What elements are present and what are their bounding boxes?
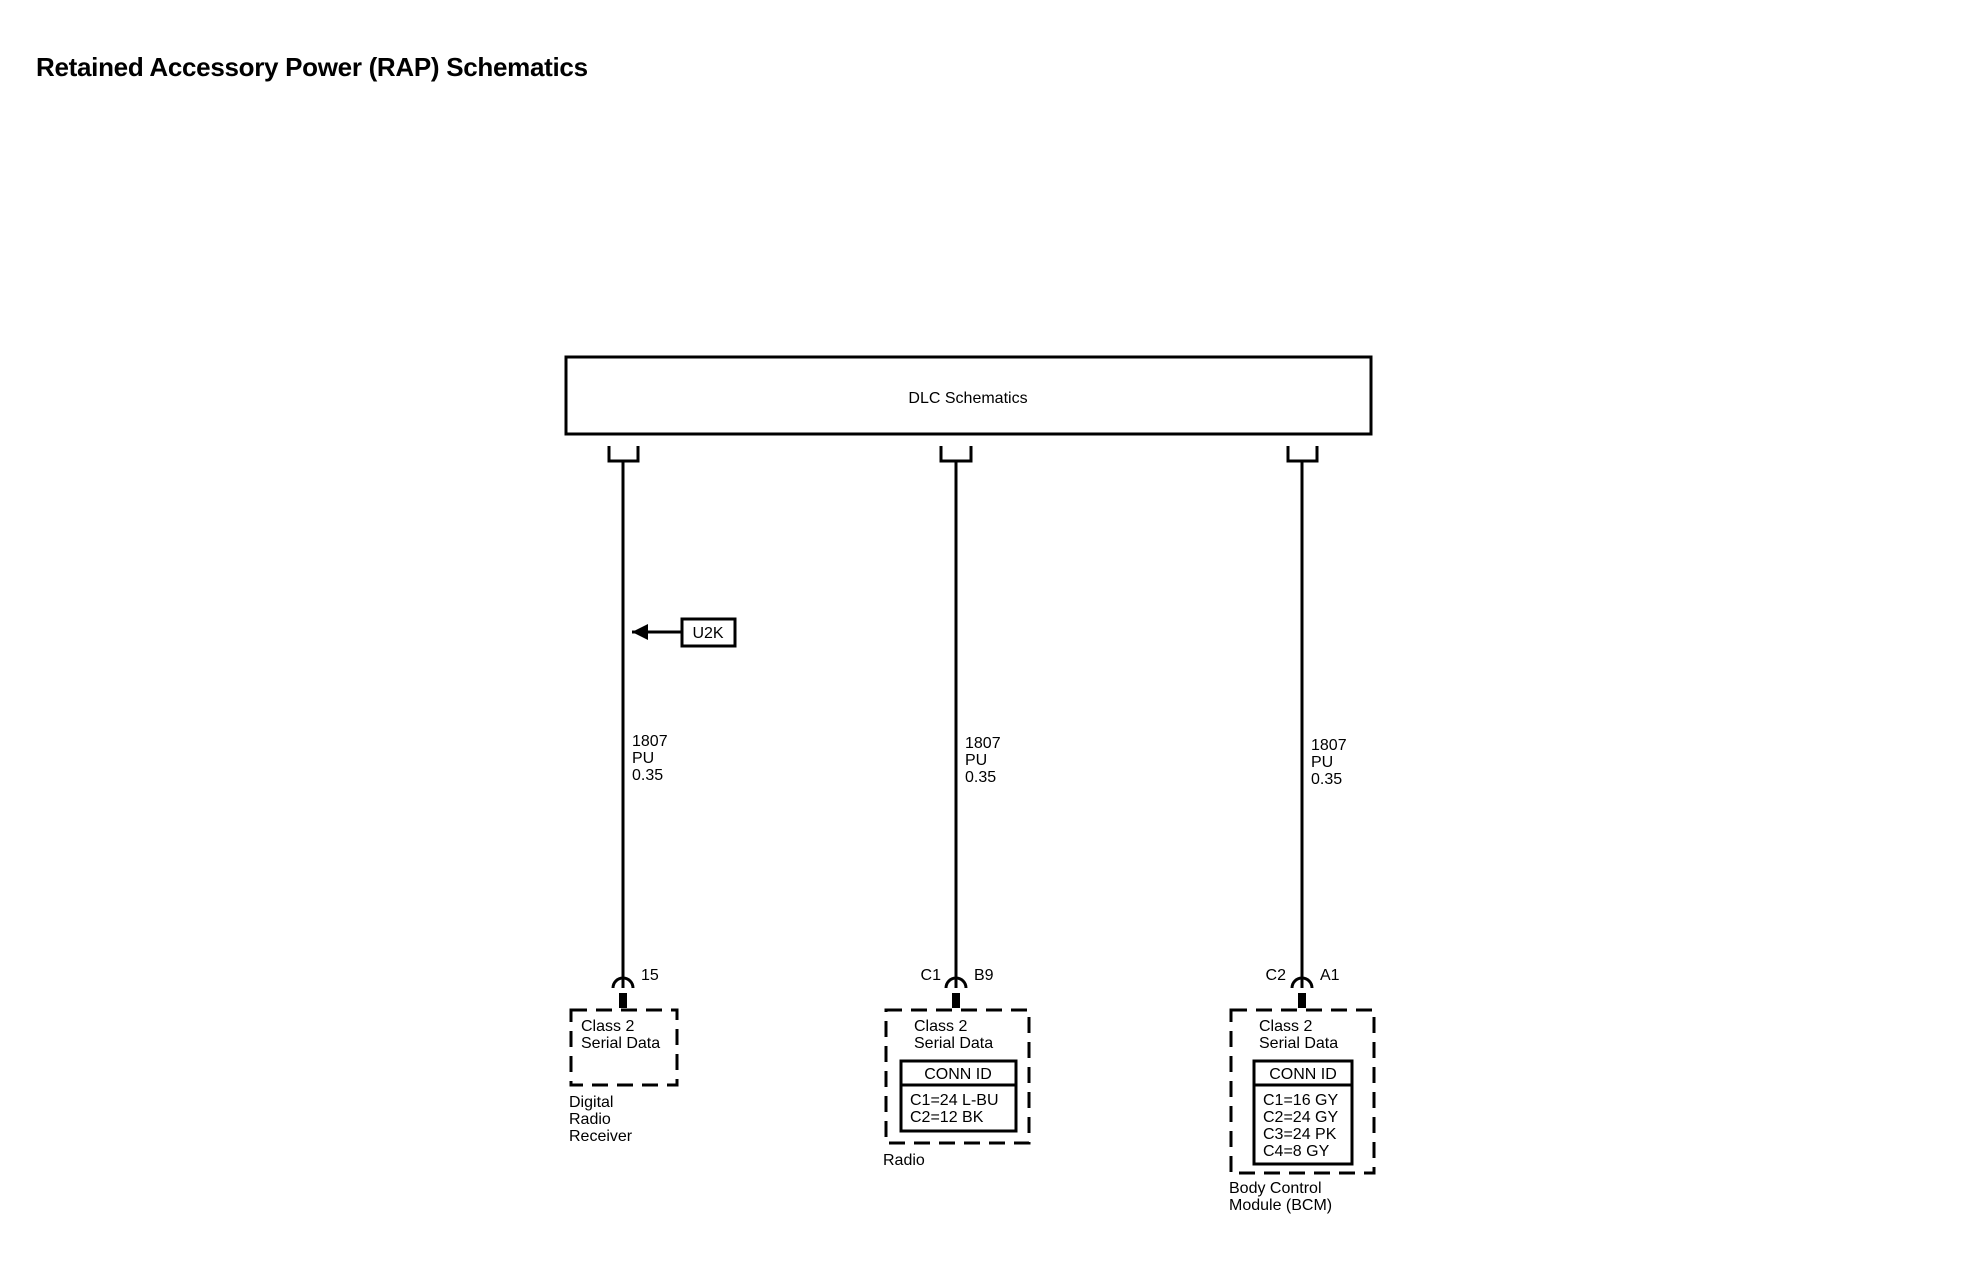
function-label: Class 2 bbox=[914, 1018, 967, 1035]
wire-gauge: 0.35 bbox=[1311, 771, 1342, 788]
dlc-terminal bbox=[607, 446, 640, 463]
module-name: Body Control bbox=[1229, 1180, 1322, 1197]
module-name: Digital bbox=[569, 1094, 613, 1111]
function-label: Serial Data bbox=[914, 1035, 993, 1052]
circuit-digital-radio-receiver: 1807 PU 0.35 U2K 15 Class 2 Serial Data … bbox=[569, 446, 737, 1145]
module-box-radio[interactable] bbox=[884, 1008, 1031, 1145]
wire-color: PU bbox=[632, 750, 654, 767]
pin-label: B9 bbox=[974, 967, 994, 984]
conn-id-row: C2=12 BK bbox=[910, 1109, 984, 1126]
male-terminal-icon bbox=[952, 993, 960, 1008]
pin-label: A1 bbox=[1320, 967, 1340, 984]
page-title: Retained Accessory Power (RAP) Schematic… bbox=[36, 52, 588, 82]
function-label: Serial Data bbox=[581, 1035, 660, 1052]
conn-id-row: C4=8 GY bbox=[1263, 1143, 1330, 1160]
conn-id-row: C1=24 L-BU bbox=[910, 1092, 999, 1109]
connector-label: C1 bbox=[921, 967, 942, 984]
arrow-left-icon bbox=[632, 624, 648, 640]
conn-id-row: C3=24 PK bbox=[1263, 1126, 1337, 1143]
circuit-body-control-module: 1807 PU 0.35 C2 A1 Class 2 Serial Data C… bbox=[1229, 446, 1376, 1214]
function-label: Serial Data bbox=[1259, 1035, 1338, 1052]
pin-label: 15 bbox=[641, 967, 659, 984]
conn-id-header: CONN ID bbox=[1269, 1066, 1337, 1083]
conn-id-table: CONN ID C1=16 GY C2=24 GY C3=24 PK C4=8 … bbox=[1252, 1059, 1354, 1166]
wire-circuit-number: 1807 bbox=[965, 735, 1001, 752]
wire-gauge: 0.35 bbox=[632, 767, 663, 784]
module-box-bcm[interactable] bbox=[1229, 1008, 1376, 1175]
wire-circuit-number: 1807 bbox=[1311, 737, 1347, 754]
module-name: Module (BCM) bbox=[1229, 1197, 1332, 1214]
dlc-label: DLC Schematics bbox=[908, 390, 1027, 407]
conn-id-row: C2=24 GY bbox=[1263, 1109, 1338, 1126]
conn-id-row: C1=16 GY bbox=[1263, 1092, 1338, 1109]
function-label: Class 2 bbox=[581, 1018, 634, 1035]
male-terminal-icon bbox=[1298, 993, 1306, 1008]
circuit-radio: 1807 PU 0.35 C1 B9 Class 2 Serial Data C… bbox=[883, 446, 1031, 1169]
module-name: Receiver bbox=[569, 1128, 633, 1145]
dlc-terminal bbox=[939, 446, 973, 463]
connector-label: C2 bbox=[1266, 967, 1287, 984]
male-terminal-icon bbox=[619, 993, 627, 1008]
wire-color: PU bbox=[965, 752, 987, 769]
function-label: Class 2 bbox=[1259, 1018, 1312, 1035]
conn-id-header: CONN ID bbox=[924, 1066, 992, 1083]
module-name: Radio bbox=[883, 1152, 925, 1169]
conn-id-table: CONN ID C1=24 L-BU C2=12 BK bbox=[899, 1059, 1018, 1133]
module-box-digital-radio-receiver[interactable] bbox=[569, 1008, 679, 1087]
u2k-label: U2K bbox=[692, 625, 723, 642]
dlc-schematics-box[interactable]: DLC Schematics bbox=[564, 355, 1373, 436]
dlc-terminal bbox=[1286, 446, 1319, 463]
wire-circuit-number: 1807 bbox=[632, 733, 668, 750]
module-name: Radio bbox=[569, 1111, 611, 1128]
u2k-reference[interactable]: U2K bbox=[632, 617, 737, 648]
wire-color: PU bbox=[1311, 754, 1333, 771]
wire-gauge: 0.35 bbox=[965, 769, 996, 786]
